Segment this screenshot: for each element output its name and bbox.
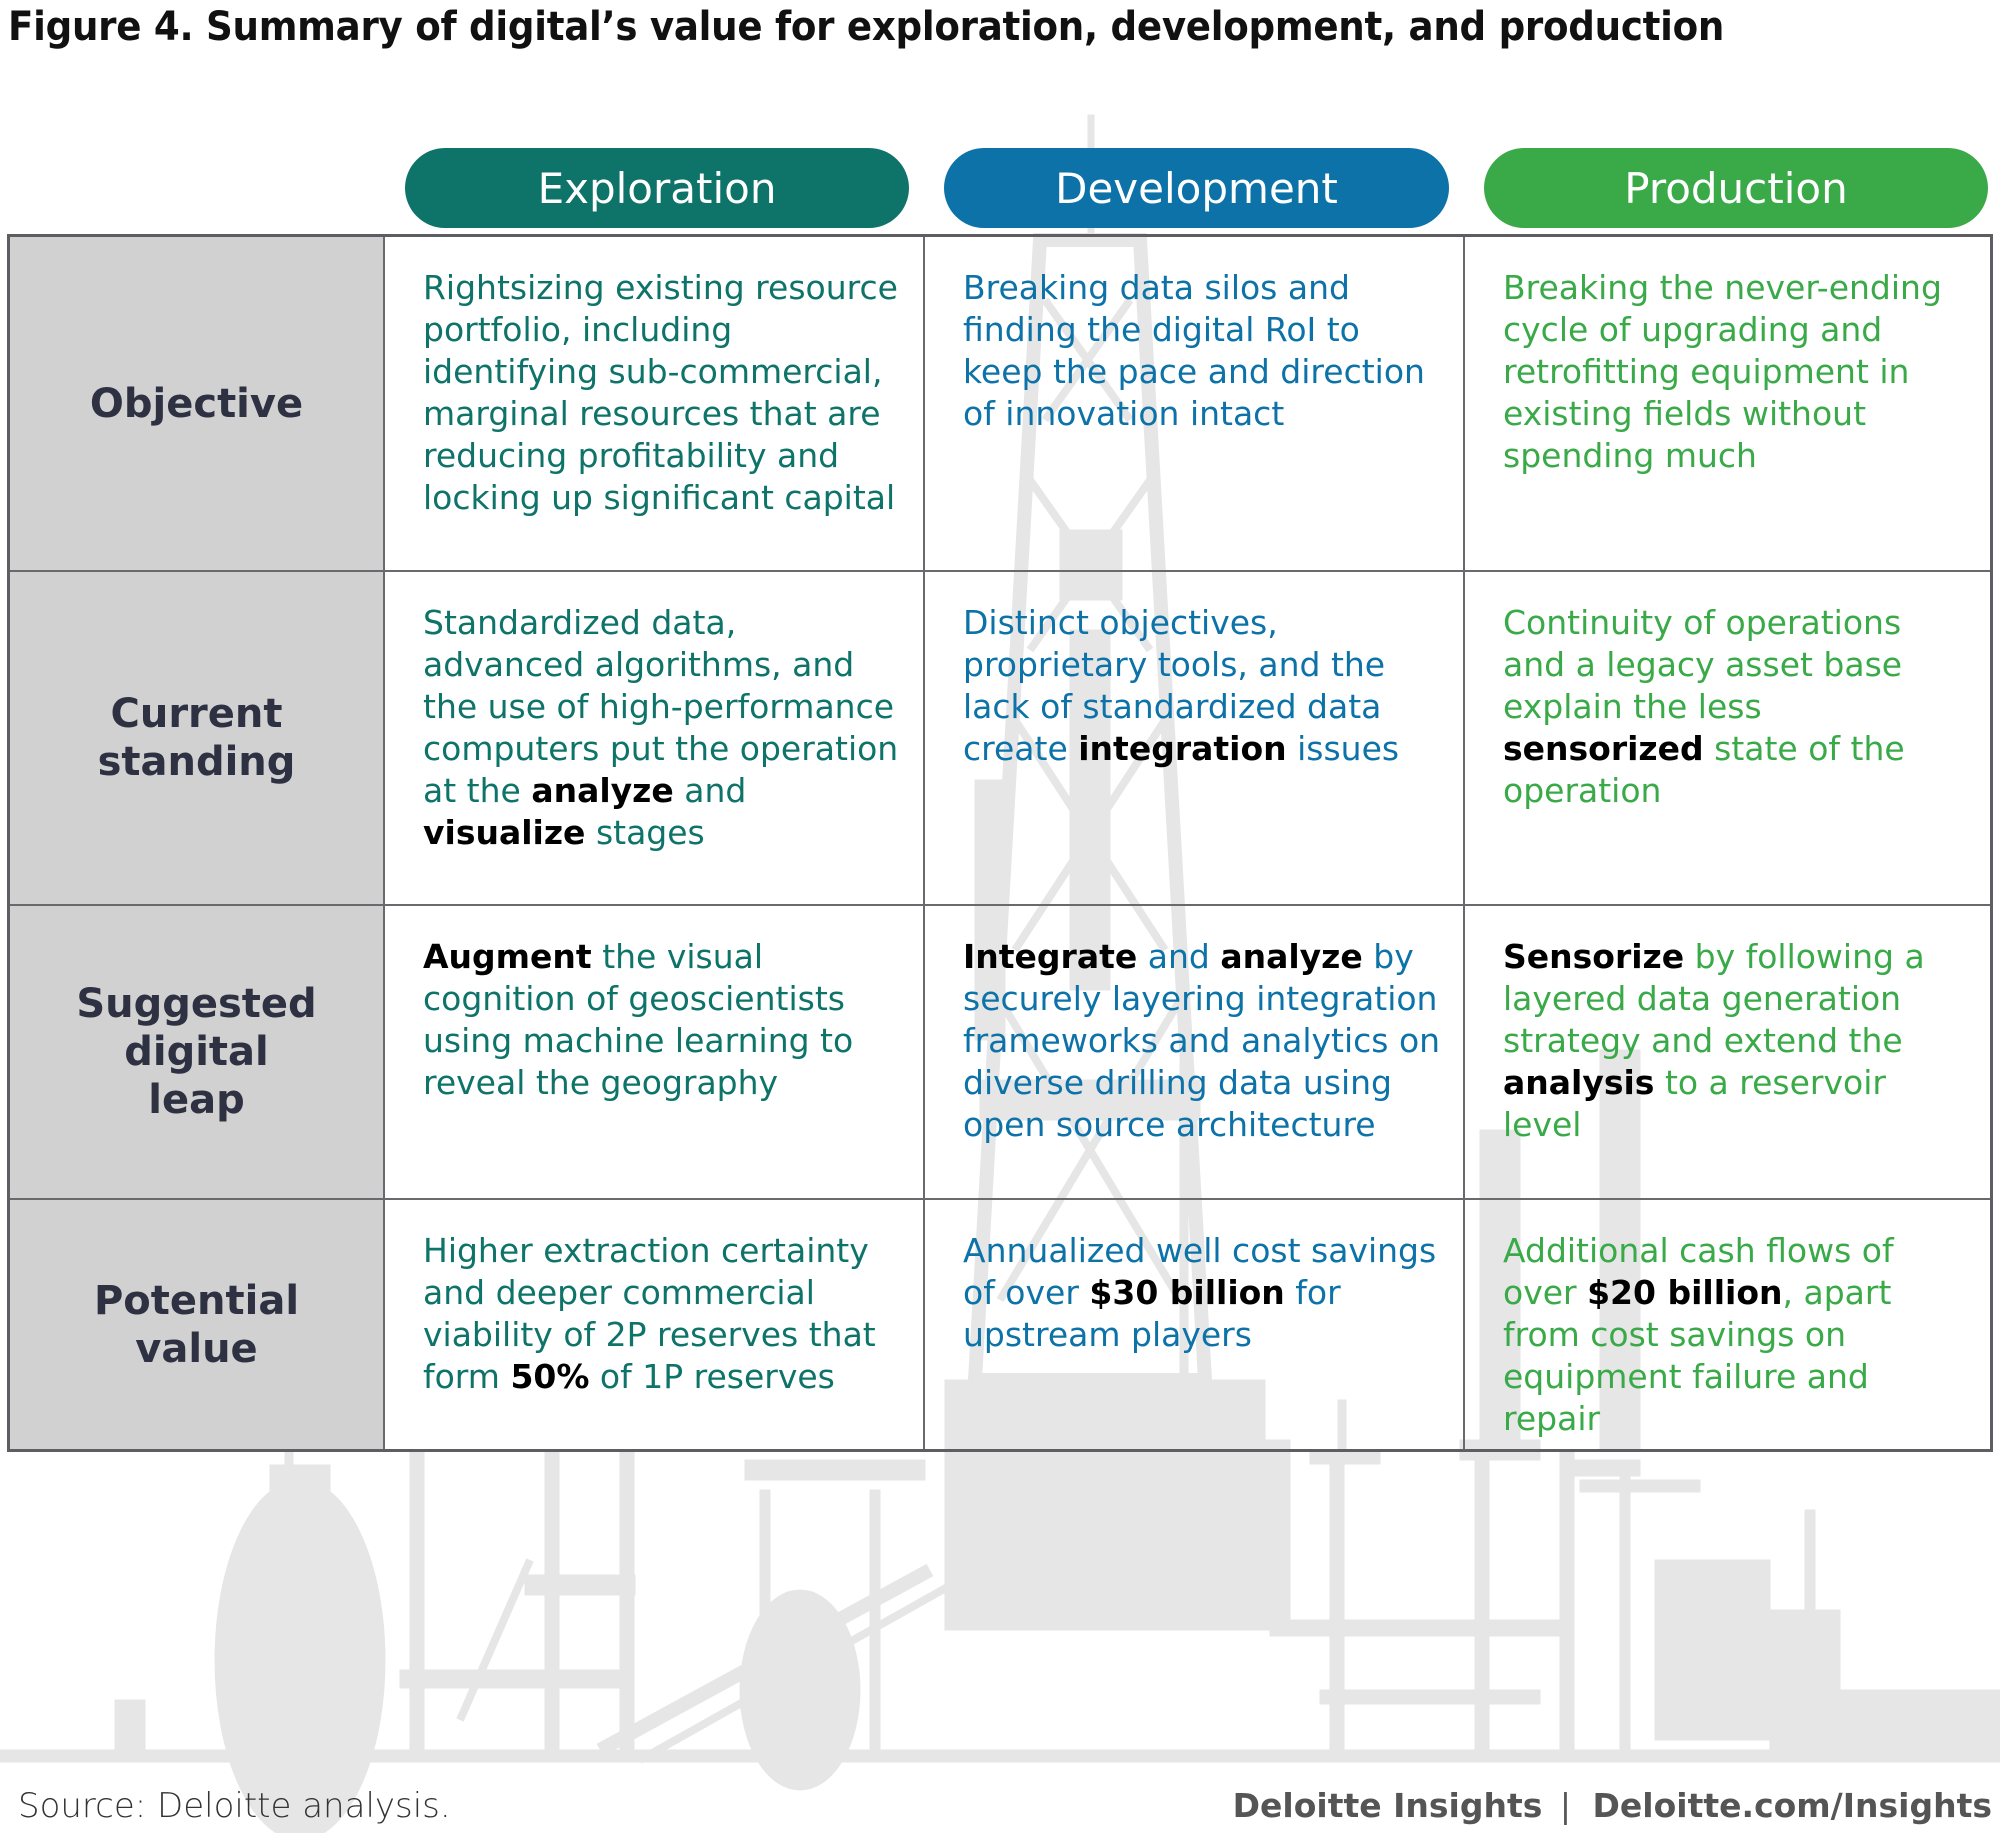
cell-text: Continuity of operations and a legacy as… [1503,603,1903,726]
cell-text: by securely layering integration framewo… [963,937,1441,1144]
brand-name: Deloitte Insights [1232,1786,1543,1825]
cell-text: to a reservoir level [1503,1063,1886,1144]
cell-objective-exploration: Rightsizing existing resource portfolio,… [385,237,925,572]
figure-title: Figure 4. Summary of digital’s value for… [8,4,1725,50]
cell-text: Standardized data, advanced algorithms, … [423,603,899,810]
cell-current-standing-development: Distinct objectives, proprietary tools, … [925,572,1465,906]
row-header-potential-value: Potential value [10,1200,385,1449]
cell-potential-value-development: Annualized well cost savings of over $30… [925,1200,1465,1449]
cell-current-standing-exploration: Standardized data, advanced algorithms, … [385,572,925,906]
cell-text: stages [585,813,705,852]
column-header-production: Production [1484,148,1988,228]
cell-digital-leap-exploration: Augment the visual cognition of geoscien… [385,906,925,1200]
cell-digital-leap-development: Integrate and analyze by securely layeri… [925,906,1465,1200]
cell-text: issues [1286,729,1400,768]
cell-text: , apart from cost savings on equipment f… [1503,1273,1892,1438]
emphasized-term: analyze [1220,937,1363,976]
cell-text: Rightsizing existing resource portfolio,… [423,268,898,517]
cell-digital-leap-production: Sensorize by following a layered data ge… [1465,906,1990,1200]
column-header-exploration: Exploration [405,148,909,228]
cell-objective-development: Breaking data silos and finding the digi… [925,237,1465,572]
cell-text: Annualized well cost savings of over [963,1231,1437,1312]
row-header-current-standing: Current standing [10,572,385,906]
cell-text: state of the operation [1503,729,1905,810]
emphasized-term: 50% [510,1357,590,1396]
emphasized-term: visualize [423,813,586,852]
cell-potential-value-exploration: Higher extraction certainty and deeper c… [385,1200,925,1449]
row-header-objective: Objective [10,237,385,572]
emphasized-term: $20 billion [1587,1273,1783,1312]
emphasized-term: analyze [531,771,674,810]
cell-text: Breaking data silos and finding the digi… [963,268,1425,433]
cell-text: of 1P reserves [589,1357,835,1396]
cell-text: Additional cash flows of over [1503,1231,1894,1312]
footer-branding: Deloitte Insights | Deloitte.com/Insight… [1233,1786,1992,1825]
cell-text: and [673,771,747,810]
cell-potential-value-production: Additional cash flows of over $20 billio… [1465,1200,1990,1449]
cell-text: the visual cognition of geoscientists us… [423,937,854,1102]
cell-current-standing-production: Continuity of operations and a legacy as… [1465,572,1990,906]
emphasized-term: Augment [423,937,592,976]
emphasized-term: Sensorize [1503,937,1685,976]
source-note: Source: Deloitte analysis. [18,1786,451,1826]
footer-separator: | [1559,1786,1572,1825]
emphasized-term: integration [1078,729,1287,768]
row-header-suggested-digital-leap: Suggested digital leap [10,906,385,1200]
emphasized-term: $30 billion [1089,1273,1285,1312]
emphasized-term: analysis [1503,1063,1655,1102]
cell-text: by following a layered data generation s… [1503,937,1925,1060]
summary-table: Objective Rightsizing existing resource … [7,234,1993,1452]
column-header-development: Development [944,148,1449,228]
cell-objective-production: Breaking the never-ending cycle of upgra… [1465,237,1990,572]
cell-text: for upstream players [963,1273,1341,1354]
cell-text: and [1137,937,1221,976]
cell-text: Higher extraction certainty and deeper c… [423,1231,876,1396]
deloitte-insights-link[interactable]: Deloitte.com/Insights [1592,1786,1992,1825]
cell-text: Breaking the never-ending cycle of upgra… [1503,268,1942,475]
emphasized-term: Integrate [963,937,1138,976]
cell-text: Distinct objectives, proprietary tools, … [963,603,1386,768]
emphasized-term: sensorized [1503,729,1704,768]
